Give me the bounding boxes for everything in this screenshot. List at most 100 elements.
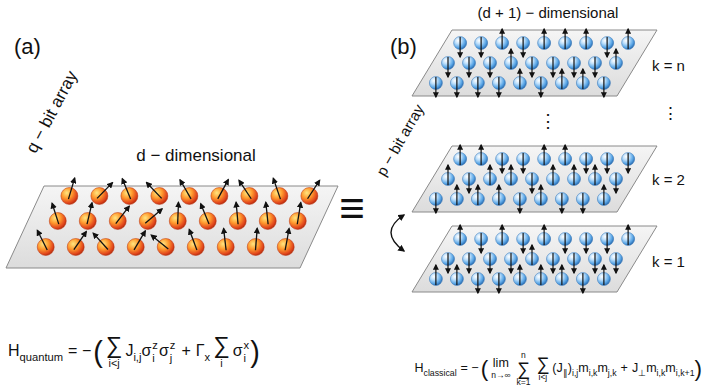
pbit-spins: [429, 29, 634, 293]
spin-arrow: [519, 265, 520, 285]
pbit: [610, 49, 623, 70]
formula-symbol: i,k: [657, 368, 666, 378]
spin-arrow: [456, 77, 457, 97]
formula-symbol: (: [481, 358, 489, 381]
spin-arrow: [502, 225, 503, 245]
pbit: [517, 153, 530, 174]
equivalence-sign: ≡: [339, 183, 365, 234]
qubit: [37, 230, 54, 255]
qubit: [259, 202, 276, 229]
formula-symbol: j,k: [608, 368, 617, 378]
spin-arrow: [477, 185, 478, 205]
spin-arrow: [498, 273, 499, 293]
formula-symbol: i,k+1: [676, 368, 695, 378]
spin-arrow: [481, 37, 482, 57]
pbit: [475, 233, 488, 254]
operator-stack: n∑k=1: [516, 351, 530, 388]
formula-symbol: i: [220, 358, 222, 370]
qubit: [127, 231, 145, 256]
operator-stack: ∑i<j: [106, 334, 123, 369]
pbit: [492, 273, 505, 294]
pbit: [547, 165, 560, 186]
spin-arrow: [519, 69, 520, 89]
pbit: [442, 165, 455, 186]
pbit: [601, 153, 614, 174]
formula-symbol: = −: [461, 361, 479, 375]
formula-symbol: classical: [424, 368, 457, 378]
pbit: [622, 29, 635, 50]
spin-arrow: [552, 253, 553, 273]
formula-symbol: quantum: [20, 351, 64, 364]
pbit: [597, 185, 610, 206]
formula-symbol: +: [181, 342, 190, 360]
pbit: [517, 233, 530, 254]
spin-arrow: [502, 153, 503, 173]
spin-arrow: [447, 253, 448, 273]
formula-symbol: m: [578, 361, 588, 375]
lattice-plane: [412, 226, 657, 292]
formula-symbol: = −: [68, 342, 91, 360]
spin-arrow: [607, 37, 608, 57]
spin-arrow: [435, 193, 436, 213]
spin-arrow: [540, 77, 541, 97]
spin-arrow: [477, 273, 478, 293]
spin-arrow: [218, 180, 229, 199]
spin-arrow: [561, 69, 562, 89]
spin-arrow: [122, 179, 130, 199]
formula-symbol: i,j: [572, 368, 578, 378]
spin-arrow: [628, 153, 629, 173]
pbit: [471, 273, 484, 294]
spin-arrow: [519, 193, 520, 213]
spin-arrow: [93, 233, 108, 249]
spin-arrow: [573, 57, 574, 77]
pbit: [496, 225, 509, 246]
spin-arrow: [447, 57, 448, 77]
formula-symbol: ⊥: [638, 368, 646, 378]
spin-arrow: [582, 193, 583, 213]
spin-arrow: [561, 265, 562, 285]
pbit: [475, 145, 488, 166]
pbit: [454, 37, 467, 58]
spin-arrow: [628, 29, 629, 49]
formula-symbol: n→∞: [491, 371, 510, 380]
pbit: [442, 253, 455, 274]
spin-arrow: [586, 153, 587, 173]
spin-arrow: [477, 77, 478, 97]
qubit: [229, 202, 246, 229]
spin-arrow: [523, 233, 524, 253]
qubit: [109, 206, 129, 229]
pbit: [610, 173, 623, 194]
spin-arrow: [456, 185, 457, 205]
spin-arrow: [544, 225, 545, 245]
pbit: [526, 57, 539, 78]
operator-stack: limn→∞: [491, 357, 510, 380]
pbit: [517, 37, 530, 58]
formula-symbol: k=1: [516, 378, 530, 387]
dimension-label: d − dimensional: [136, 146, 256, 166]
pbit: [463, 57, 476, 78]
spin-arrow: [594, 253, 595, 273]
formula-symbol: i<j: [539, 373, 548, 382]
qubit: [151, 235, 174, 255]
pbit: [555, 69, 568, 90]
spin-arrow: [531, 173, 532, 193]
spin-arrow: [582, 69, 583, 89]
panel-label: (b): [390, 34, 417, 59]
formula-symbol: x: [205, 351, 211, 364]
index-stack: xi: [244, 339, 250, 365]
formula-symbol: i,j: [133, 351, 141, 364]
spin-arrow: [460, 145, 461, 165]
qubit: [187, 229, 204, 255]
spin-arrow: [180, 180, 191, 199]
spin-arrow: [447, 165, 448, 185]
qubit: [247, 228, 264, 255]
spin-arrow: [544, 145, 545, 165]
formula-symbol: (: [93, 338, 103, 367]
pbit: [505, 165, 518, 186]
spin-arrow: [498, 185, 499, 205]
spin-arrow: [273, 178, 280, 199]
index-stack: zi: [152, 339, 158, 365]
spin-arrow: [573, 253, 574, 273]
ellipsis: ⋮: [662, 104, 679, 124]
spin-arrow: [285, 229, 289, 251]
